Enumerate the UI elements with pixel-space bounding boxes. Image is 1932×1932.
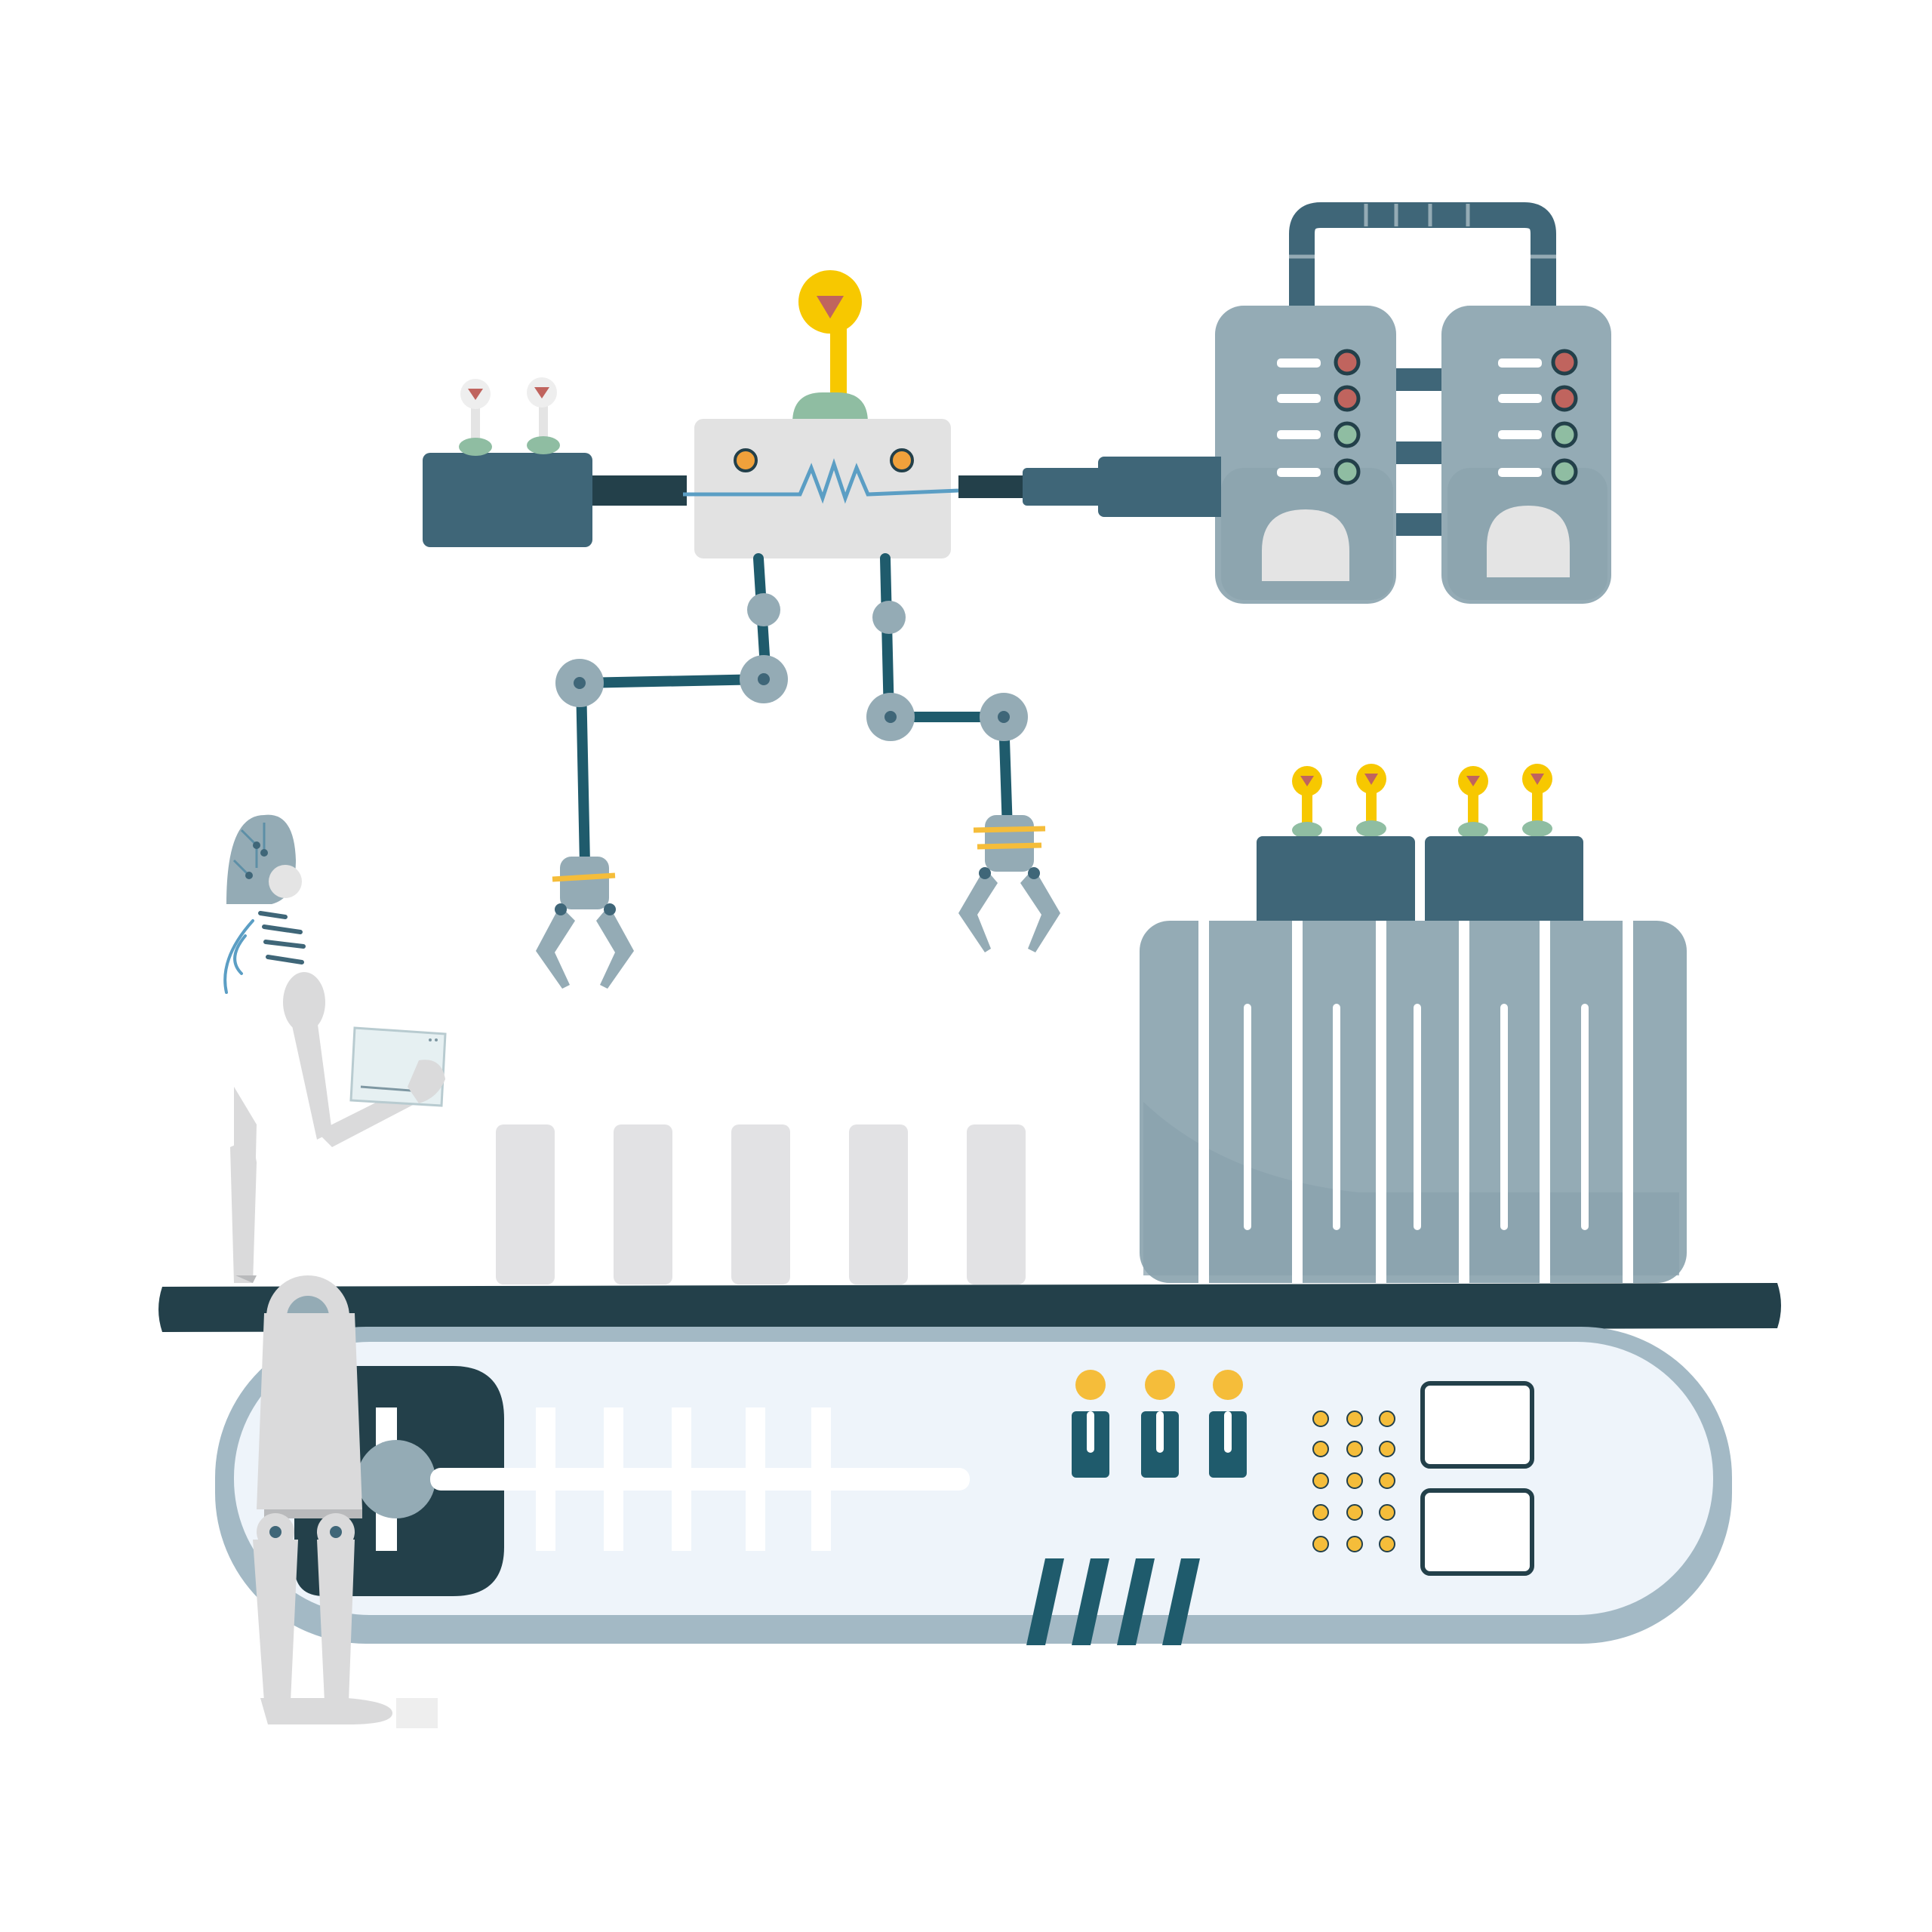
conveyor-items	[496, 1124, 1026, 1284]
right-tank	[1441, 306, 1611, 604]
robot-figure	[223, 814, 447, 1728]
left-control-box	[423, 377, 592, 547]
warning-antenna-icon	[792, 270, 868, 423]
display-screens	[1420, 1381, 1534, 1576]
dot-grid	[1312, 1411, 1395, 1552]
control-unit	[683, 270, 959, 558]
warning-antenna-icon	[1522, 764, 1552, 837]
tank-connectors	[1389, 368, 1449, 536]
left-tank	[1215, 306, 1396, 604]
twin-tank-machine	[1215, 202, 1611, 604]
vent-stripes	[1026, 1558, 1200, 1645]
indicator-lights-left	[1334, 349, 1361, 485]
robot-head	[226, 814, 302, 904]
warning-antenna-icon	[1458, 766, 1488, 838]
warning-antenna-icon	[1292, 766, 1322, 838]
warning-antenna-icon	[459, 379, 492, 456]
top-pipe-icon	[1289, 202, 1556, 318]
status-gauges	[1072, 1370, 1247, 1478]
cable-assembly	[592, 457, 1221, 517]
robotic-claw-arm	[536, 553, 788, 989]
robotic-claw-arm	[866, 553, 1060, 952]
warning-antenna-icon	[527, 377, 560, 454]
warning-antenna-icon	[1356, 764, 1386, 837]
indicator-lights-right	[1551, 349, 1578, 485]
press-machine	[1140, 764, 1687, 1283]
conveyor-belt	[158, 1283, 1781, 1645]
robot-neck	[223, 911, 306, 994]
